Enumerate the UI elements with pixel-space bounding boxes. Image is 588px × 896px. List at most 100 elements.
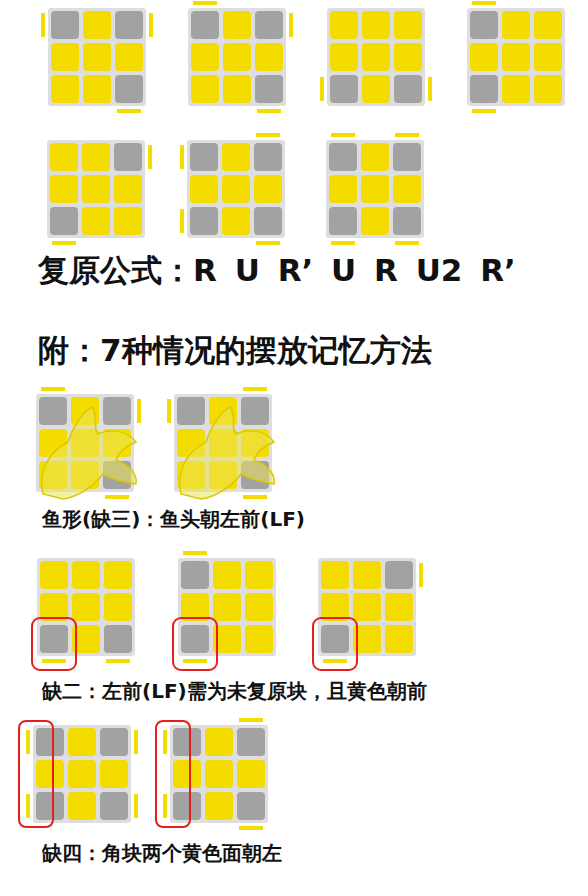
sticker — [82, 207, 110, 235]
face-ground — [327, 8, 425, 106]
face-ground — [37, 558, 135, 656]
sticker — [394, 43, 422, 71]
sticker — [68, 728, 96, 756]
face-ground — [326, 140, 424, 238]
sticker — [173, 728, 201, 756]
section-heading: 附：7种情况的摆放记忆方法 — [38, 330, 432, 372]
side-sticker — [149, 13, 153, 37]
sticker — [181, 593, 209, 621]
sticker — [362, 75, 390, 103]
side-sticker — [180, 145, 184, 169]
side-sticker — [163, 794, 167, 818]
face-ground — [33, 725, 131, 823]
sticker — [393, 207, 421, 235]
sticker — [181, 625, 209, 653]
side-sticker — [183, 551, 207, 555]
side-sticker — [323, 659, 347, 663]
side-sticker — [289, 13, 293, 37]
sticker — [83, 43, 111, 71]
sticker — [191, 11, 219, 39]
sticker — [114, 175, 142, 203]
sticker — [83, 11, 111, 39]
sticker — [245, 593, 273, 621]
sticker — [329, 175, 357, 203]
sticker — [237, 792, 265, 820]
sticker — [470, 43, 498, 71]
sticker — [393, 143, 421, 171]
highlight-frame — [32, 618, 76, 670]
cube-top-face — [36, 387, 141, 499]
face-ground — [188, 8, 286, 106]
side-sticker — [239, 718, 263, 722]
sticker — [362, 11, 390, 39]
sticker — [353, 593, 381, 621]
sticker — [330, 75, 358, 103]
sticker — [353, 561, 381, 589]
side-sticker — [52, 241, 76, 245]
sticker — [36, 760, 64, 788]
side-sticker — [180, 209, 184, 233]
sticker — [255, 43, 283, 71]
sticker — [173, 792, 201, 820]
sticker — [237, 728, 265, 756]
side-sticker — [256, 133, 280, 137]
formula-heading: 复原公式：R U R’ U R U2 R’ — [38, 250, 516, 292]
side-sticker — [41, 13, 45, 37]
sticker — [114, 143, 142, 171]
sticker — [40, 625, 68, 653]
cube-top-face — [19, 721, 138, 827]
sticker — [50, 143, 78, 171]
side-sticker — [106, 659, 130, 663]
face-ground — [318, 558, 416, 656]
highlight-frame — [313, 618, 357, 670]
sticker — [104, 625, 132, 653]
sticker — [51, 75, 79, 103]
sticker — [83, 75, 111, 103]
sticker — [213, 593, 241, 621]
side-sticker — [472, 109, 496, 113]
side-sticker — [137, 399, 141, 423]
sticker — [40, 561, 68, 589]
sticker — [394, 11, 422, 39]
side-sticker — [26, 730, 30, 754]
sticker — [329, 207, 357, 235]
sticker — [393, 175, 421, 203]
sticker — [50, 207, 78, 235]
highlight-frame — [19, 721, 53, 827]
sticker — [385, 625, 413, 653]
sticker — [181, 561, 209, 589]
sticker — [254, 207, 282, 235]
sticker — [222, 207, 250, 235]
side-sticker — [193, 1, 217, 5]
sticker — [470, 75, 498, 103]
sticker — [330, 43, 358, 71]
face-ground — [178, 558, 276, 656]
sticker — [330, 11, 358, 39]
sticker — [362, 43, 390, 71]
sticker — [51, 11, 79, 39]
sticker — [241, 397, 269, 425]
sticker — [104, 593, 132, 621]
sticker — [100, 728, 128, 756]
side-sticker — [183, 659, 207, 663]
side-sticker — [117, 109, 141, 113]
case-caption: 缺四：角块两个黄色面朝左 — [42, 840, 282, 867]
side-sticker — [105, 495, 129, 499]
cube-top-face — [41, 8, 153, 113]
sticker — [36, 728, 64, 756]
side-sticker — [331, 133, 355, 137]
cube-top-face — [313, 558, 423, 670]
sticker — [103, 397, 131, 425]
sticker — [245, 625, 273, 653]
cube-top-face — [180, 133, 285, 245]
sticker — [502, 75, 530, 103]
sticker — [245, 561, 273, 589]
sticker — [223, 43, 251, 71]
side-sticker — [256, 241, 280, 245]
sticker — [502, 43, 530, 71]
side-sticker — [41, 387, 65, 391]
cube-top-face — [320, 8, 432, 106]
sticker — [190, 175, 218, 203]
sticker — [68, 760, 96, 788]
sticker — [237, 760, 265, 788]
